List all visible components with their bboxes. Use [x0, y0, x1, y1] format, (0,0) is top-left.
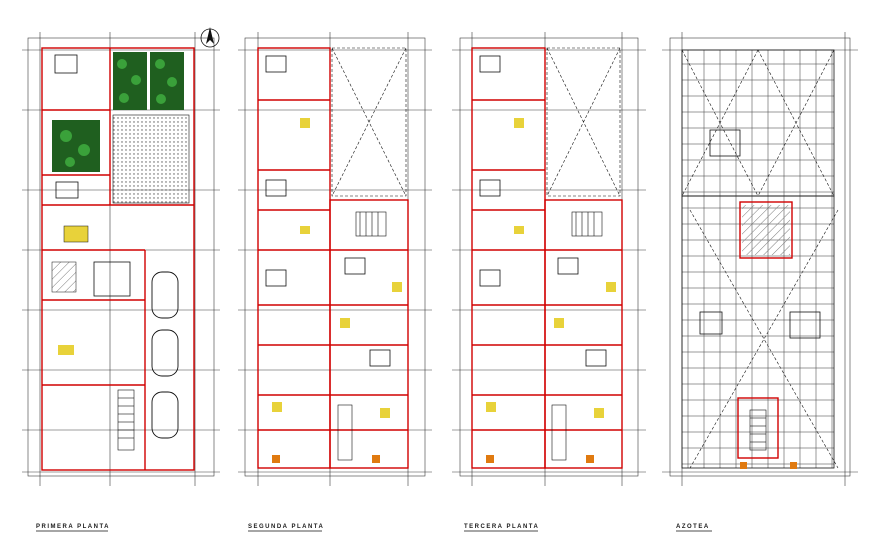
patio-floor — [112, 114, 190, 204]
bed-icon — [479, 55, 501, 73]
stair-icon — [749, 409, 767, 451]
bed-icon — [479, 179, 501, 197]
plan-roof-walls — [737, 201, 793, 459]
void-area — [331, 47, 407, 197]
bed-icon — [55, 181, 79, 199]
bed-icon — [557, 257, 579, 275]
garden — [150, 52, 184, 110]
north-arrow-icon — [200, 27, 220, 48]
plan-roof-title: AZOTEA — [676, 524, 710, 530]
plan-third: TERCERA PLANTA — [452, 32, 646, 532]
bed-icon — [369, 349, 391, 367]
stair-icon — [63, 225, 89, 243]
plan-second: SEGUNDA PLANTA — [238, 32, 432, 532]
plan-ground-walls — [41, 47, 195, 471]
bed-icon — [54, 54, 78, 74]
bed-icon — [265, 269, 287, 287]
roof-tile-area — [681, 49, 835, 197]
stair-icon — [337, 211, 387, 461]
toilet-icon — [486, 118, 616, 418]
plan-second-title: SEGUNDA PLANTA — [248, 524, 324, 530]
garden — [113, 52, 147, 110]
stair-icon — [117, 389, 135, 451]
plan-roof: AZOTEA — [662, 32, 858, 532]
bed-icon — [479, 269, 501, 287]
bed-icon — [344, 257, 366, 275]
toilet-icon — [272, 118, 402, 418]
plan-ground-title: PRIMERA PLANTA — [36, 524, 110, 530]
car-icon — [151, 271, 179, 439]
plan-third-walls — [471, 47, 623, 469]
bed-icon — [265, 55, 287, 73]
garden — [52, 120, 100, 172]
plan-ground: PRIMERA PLANTA — [22, 27, 220, 532]
plan-third-title: TERCERA PLANTA — [464, 524, 539, 530]
bed-icon — [265, 179, 287, 197]
tree-icon — [60, 59, 177, 167]
void-area — [546, 47, 621, 197]
plan-second-walls — [257, 47, 409, 469]
bed-icon — [585, 349, 607, 367]
stair-icon — [551, 211, 603, 461]
